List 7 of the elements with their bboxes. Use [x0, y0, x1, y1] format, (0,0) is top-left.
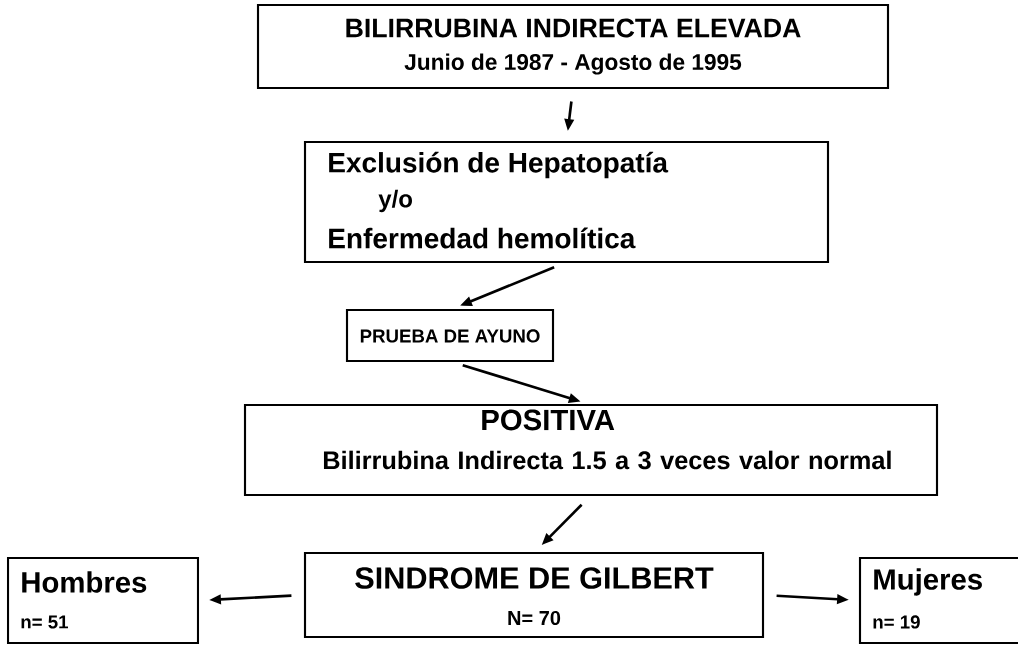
process-box: Exclusión de Hepatopatía y/o Enfermedad hemolítica	[303, 140, 830, 264]
process-box: Mujeres n= 19	[858, 556, 1018, 645]
process-box: PRUEBA DE AYUNO	[345, 308, 555, 363]
process-box: Hombres n= 51	[6, 556, 200, 645]
process-box: SINDROME DE GILBERT N= 70	[303, 551, 765, 639]
process-box: POSITIVA Bilirrubina Indirecta 1.5 a 3 veces valor normal	[243, 403, 939, 497]
process-box: BILIRRUBINA INDIRECTA ELEVADA Junio de 1987 - Agosto de 1995	[256, 3, 890, 90]
